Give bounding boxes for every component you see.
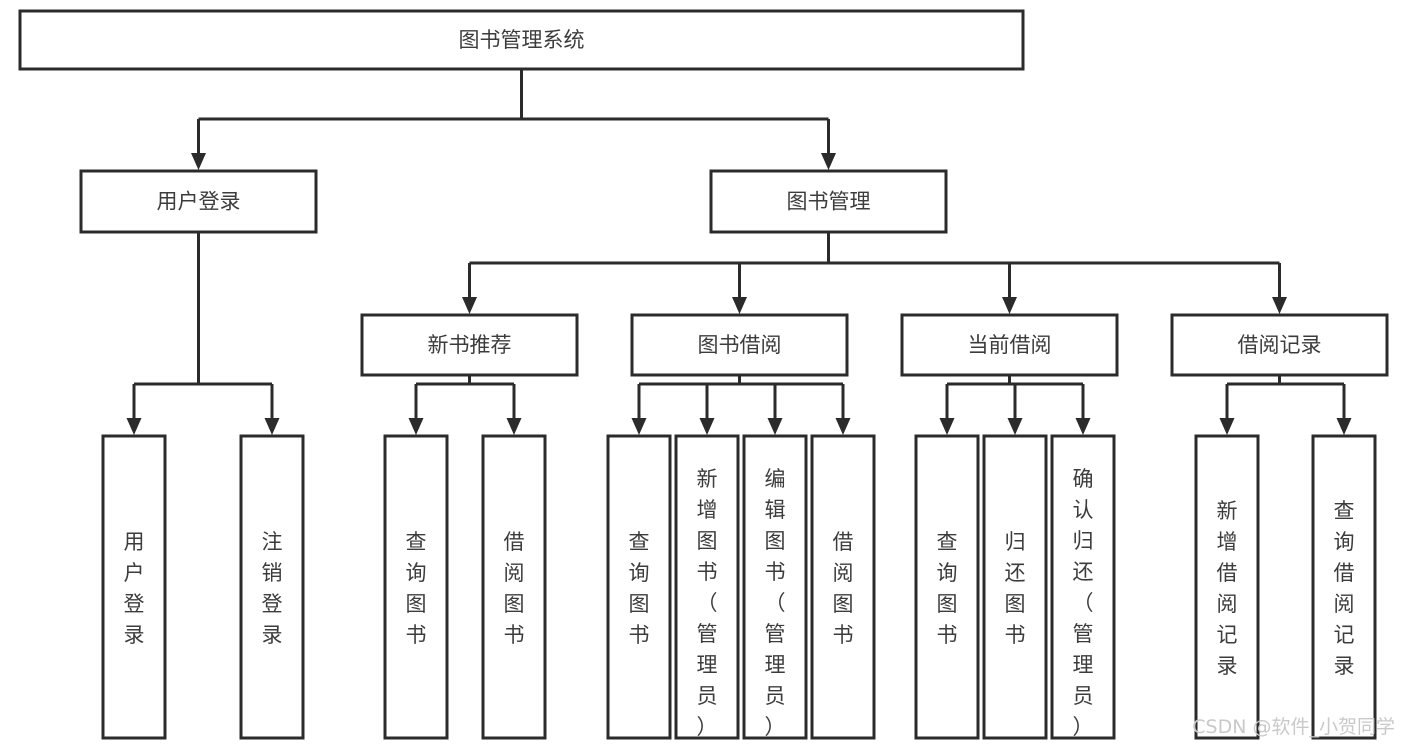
connector-group (1219, 375, 1352, 435)
node-box-leaf-add-record[interactable] (1194, 434, 1260, 740)
node-label-leaf-borrow-book-2: 借阅图书 (833, 530, 854, 647)
node-leaf-return-book[interactable]: 归还图书 (982, 434, 1048, 740)
node-leaf-query-record[interactable]: 查询借阅记录 (1311, 434, 1377, 740)
node-label-leaf-query-book-1: 查询图书 (406, 530, 427, 647)
node-label-leaf-query-record: 查询借阅记录 (1334, 499, 1355, 678)
connector-group (191, 69, 836, 170)
node-label-leaf-borrow-book-1: 借阅图书 (504, 530, 525, 647)
node-box-leaf-borrow-book-1[interactable] (481, 434, 547, 740)
node-current-borrow[interactable]: 当前借阅 (900, 313, 1119, 377)
node-label-user-login: 用户登录 (157, 190, 241, 214)
node-label-leaf-confirm-return: 确认归还（管理员） (1073, 467, 1094, 739)
node-box-leaf-borrow-book-2[interactable] (810, 434, 876, 740)
node-label-leaf-query-book-2: 查询图书 (629, 530, 650, 647)
node-label-leaf-return-book: 归还图书 (1005, 530, 1026, 647)
node-box-book-borrow[interactable] (630, 313, 849, 377)
csdn-watermark: CSDN @软件_小贺同学 (1192, 716, 1395, 738)
node-user-login[interactable]: 用户登录 (79, 169, 318, 234)
node-label-book-manage: 图书管理 (787, 190, 871, 214)
node-label-leaf-add-record: 新增借阅记录 (1217, 499, 1238, 678)
node-box-leaf-query-book-3[interactable] (914, 434, 980, 740)
node-leaf-confirm-return[interactable]: 确认归还（管理员） (1050, 434, 1116, 740)
node-box-leaf-add-book[interactable] (674, 434, 740, 740)
node-leaf-edit-book[interactable]: 编辑图书（管理员） (742, 434, 808, 740)
node-box-leaf-query-book-2[interactable] (606, 434, 672, 740)
node-leaf-add-record[interactable]: 新增借阅记录 (1194, 434, 1260, 740)
connector-group (631, 375, 851, 435)
node-box-book-manage[interactable] (709, 169, 948, 234)
node-label-current-borrow: 当前借阅 (968, 333, 1052, 357)
node-label-leaf-edit-book: 编辑图书（管理员） (765, 467, 786, 739)
node-leaf-query-book-2[interactable]: 查询图书 (606, 434, 672, 740)
connector-group (462, 232, 1287, 314)
node-borrow-record[interactable]: 借阅记录 (1170, 313, 1389, 377)
node-box-new-book-recommend[interactable] (360, 313, 579, 377)
node-leaf-borrow-book-2[interactable]: 借阅图书 (810, 434, 876, 740)
node-leaf-add-book[interactable]: 新增图书（管理员） (674, 434, 740, 740)
connector-group (408, 375, 522, 435)
node-label-borrow-record: 借阅记录 (1238, 333, 1322, 357)
connector-layer (126, 69, 1352, 435)
node-box-leaf-query-record[interactable] (1311, 434, 1377, 740)
node-label-leaf-logout: 注销登录 (262, 530, 283, 647)
node-box-current-borrow[interactable] (900, 313, 1119, 377)
node-box-root[interactable] (18, 9, 1025, 71)
node-box-leaf-query-book-1[interactable] (383, 434, 449, 740)
node-label-leaf-add-book: 新增图书（管理员） (697, 467, 718, 739)
node-box-leaf-user-login[interactable] (101, 434, 167, 740)
connector-group (939, 375, 1091, 435)
node-leaf-borrow-book-1[interactable]: 借阅图书 (481, 434, 547, 740)
node-root[interactable]: 图书管理系统 (18, 9, 1025, 71)
node-label-book-borrow: 图书借阅 (698, 333, 782, 357)
node-label-root: 图书管理系统 (459, 28, 585, 52)
node-leaf-user-login[interactable]: 用户登录 (101, 434, 167, 740)
node-label-leaf-query-book-3: 查询图书 (937, 530, 958, 647)
node-layer: 图书管理系统用户登录图书管理新书推荐图书借阅当前借阅借阅记录用户登录注销登录查询… (18, 9, 1389, 740)
node-box-leaf-confirm-return[interactable] (1050, 434, 1116, 740)
node-box-borrow-record[interactable] (1170, 313, 1389, 377)
node-label-leaf-user-login: 用户登录 (124, 530, 145, 647)
node-book-borrow[interactable]: 图书借阅 (630, 313, 849, 377)
node-book-manage[interactable]: 图书管理 (709, 169, 948, 234)
node-label-new-book-recommend: 新书推荐 (428, 333, 512, 357)
node-leaf-query-book-1[interactable]: 查询图书 (383, 434, 449, 740)
node-new-book-recommend[interactable]: 新书推荐 (360, 313, 579, 377)
connector-group (126, 232, 280, 435)
node-box-user-login[interactable] (79, 169, 318, 234)
node-leaf-logout[interactable]: 注销登录 (239, 434, 305, 740)
node-leaf-query-book-3[interactable]: 查询图书 (914, 434, 980, 740)
node-box-leaf-logout[interactable] (239, 434, 305, 740)
node-box-leaf-edit-book[interactable] (742, 434, 808, 740)
node-box-leaf-return-book[interactable] (982, 434, 1048, 740)
